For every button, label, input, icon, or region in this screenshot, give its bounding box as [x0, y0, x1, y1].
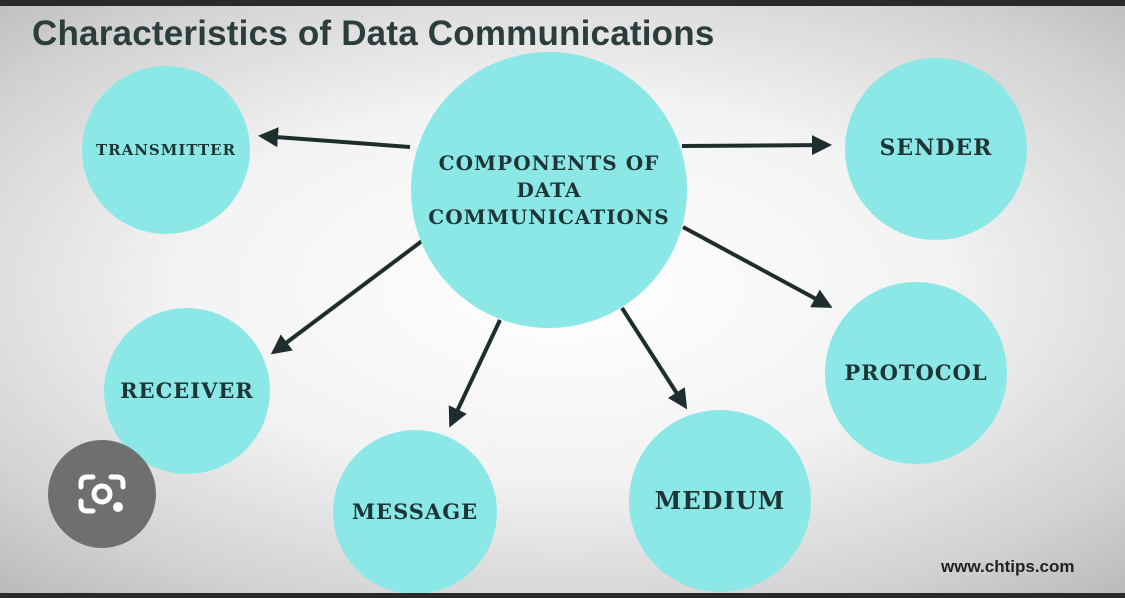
center-node-label: COMPONENTS OF DATA COMMUNICATIONS: [428, 150, 670, 229]
sender-node: SENDER: [845, 58, 1027, 240]
arrow-to-sender: [681, 135, 832, 156]
arrow-to-receiver: [270, 239, 424, 355]
camera-lens-icon: [78, 474, 126, 514]
transmitter-label: TRANSMITTER: [95, 140, 237, 159]
bottom-border: [0, 593, 1125, 598]
message-label: MESSAGE: [351, 498, 479, 524]
receiver-label: RECEIVER: [120, 377, 254, 403]
watermark-url: www.chtips.com: [941, 557, 1075, 576]
center-node: COMPONENTS OF DATA COMMUNICATIONS: [411, 52, 687, 328]
visual-search-button[interactable]: [48, 440, 156, 548]
arrow-to-medium: [620, 306, 688, 410]
protocol-node: PROTOCOL: [825, 282, 1007, 464]
arrow-to-message: [448, 319, 502, 428]
sender-label: SENDER: [879, 135, 993, 162]
arrow-to-protocol: [682, 225, 833, 308]
arrow-to-transmitter: [258, 127, 411, 149]
protocol-label: PROTOCOL: [844, 359, 988, 385]
medium-label: MEDIUM: [654, 485, 786, 515]
message-node: MESSAGE: [333, 430, 497, 594]
top-border: [0, 0, 1125, 6]
medium-node: MEDIUM: [629, 410, 811, 592]
diagram-title: Characteristics of Data Communications: [32, 14, 715, 53]
transmitter-node: TRANSMITTER: [82, 66, 250, 234]
receiver-node: RECEIVER: [104, 308, 270, 474]
